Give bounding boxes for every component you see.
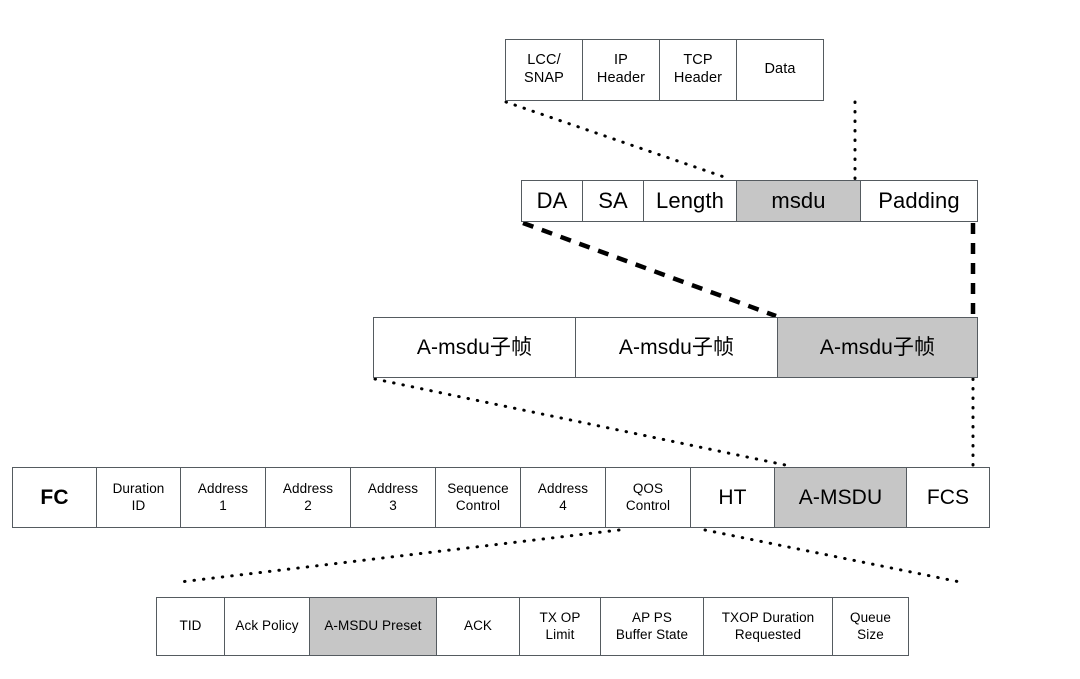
amsdu-left-to-mac-left — [373, 377, 792, 468]
frame-field-cell: FCS — [906, 467, 990, 528]
frame-field-cell: Ack Policy — [224, 597, 310, 656]
frame-field-cell: Address 1 — [180, 467, 266, 528]
frame-field-cell: A-msdu子帧 — [777, 317, 978, 378]
llc-left-to-msdu-left — [504, 100, 732, 181]
frame-field-cell: QOS Control — [605, 467, 691, 528]
frame-field-cell: TCP Header — [659, 39, 737, 101]
frame-field-cell: A-msdu子帧 — [575, 317, 778, 378]
frame-field-cell: A-MSDU — [774, 467, 907, 528]
frame-field-cell: DA — [521, 180, 583, 222]
frame-field-cell: Address 2 — [265, 467, 351, 528]
frame-field-cell: Queue Size — [832, 597, 909, 656]
frame-field-cell: A-msdu子帧 — [373, 317, 576, 378]
frame-field-cell: Address 4 — [520, 467, 606, 528]
frame-field-cell: Duration ID — [96, 467, 181, 528]
frame-field-cell: IP Header — [582, 39, 660, 101]
frame-field-cell: Padding — [860, 180, 978, 222]
frame-field-cell: TID — [156, 597, 225, 656]
frame-field-cell: Sequence Control — [435, 467, 521, 528]
frame-field-cell: TX OP Limit — [519, 597, 601, 656]
mac-qos-left-to-detail-left — [178, 528, 621, 584]
frame-field-cell: LCC/ SNAP — [505, 39, 583, 101]
msdu-left-to-amsdu-left — [522, 220, 777, 319]
frame-field-cell: HT — [690, 467, 775, 528]
frame-field-cell: AP PS Buffer State — [600, 597, 704, 656]
frame-field-cell: TXOP Duration Requested — [703, 597, 833, 656]
frame-field-cell: Data — [736, 39, 824, 101]
frame-field-cell: Length — [643, 180, 737, 222]
frame-field-cell: ACK — [436, 597, 520, 656]
mac-qos-right-to-detail-right — [703, 528, 962, 584]
frame-field-cell: SA — [582, 180, 644, 222]
frame-field-cell: A-MSDU Preset — [309, 597, 437, 656]
frame-field-cell: Address 3 — [350, 467, 436, 528]
frame-field-cell: msdu — [736, 180, 861, 222]
frame-field-cell: FC — [12, 467, 97, 528]
